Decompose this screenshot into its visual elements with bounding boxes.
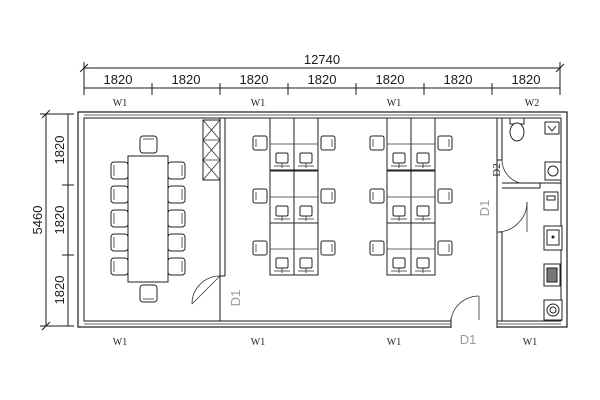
segment-label-6: 1820 [444,72,473,87]
cooking-counter [543,263,561,287]
meeting-chair-left [110,233,129,252]
office-chair [369,240,385,256]
meeting-chair-top [139,135,158,154]
meeting-chairs [110,135,186,303]
office-chair [252,188,268,204]
office-right-door [496,160,528,233]
window-labels: W1 W1 W1 W2 W1 W1 W1 W1 [113,98,539,348]
outer-walls [77,111,568,330]
computer-chair-icon [298,205,314,221]
computer-chair-icon [298,257,314,273]
height-segment-label-2: 1820 [52,206,67,235]
workstations [252,117,453,276]
office-chair [437,240,453,256]
washing-machine [543,299,563,321]
computer-chair-icon [415,152,431,168]
office-chair [437,135,453,151]
segment-label-3: 1820 [240,72,269,87]
computer-chair-icon [298,152,314,168]
water-heater [543,191,559,211]
height-segment-label-1: 1820 [52,136,67,165]
meeting-room-door [191,275,221,321]
meeting-chair-right [167,257,186,276]
office-chair [437,188,453,204]
door-label-meeting: D1 [228,290,243,307]
meeting-table [127,155,169,283]
computer-chair-icon [274,205,290,221]
window-label-bottom-1: W1 [113,337,127,348]
meeting-chair-right [167,209,186,228]
office-chair [320,240,336,256]
segment-label-7: 1820 [512,72,541,87]
total-height-label: 5460 [30,206,45,235]
door-label-office-right: D1 [477,200,492,217]
office-chair [320,188,336,204]
segment-label-5: 1820 [376,72,405,87]
computer-chair-icon [391,152,407,168]
desk-pod [252,170,336,224]
meeting-chair-left [110,257,129,276]
total-width-label: 12740 [304,52,340,67]
left-dimension: 5460 1820 1820 1820 [30,109,74,331]
toilet-door [501,159,521,184]
window-label-top-3: W1 [387,98,401,109]
height-segment-label-3: 1820 [52,276,67,305]
meeting-chair-right [167,185,186,204]
window-label-bottom-3: W1 [387,337,401,348]
computer-chair-icon [391,205,407,221]
meeting-chair-right [167,233,186,252]
computer-chair-icon [274,257,290,273]
office-chair [252,135,268,151]
door-label-toilet: D2 [491,163,503,176]
meeting-chair-right [167,161,186,180]
office-chair [369,135,385,151]
computer-chair-icon [415,205,431,221]
segment-label-2: 1820 [172,72,201,87]
computer-chair-icon [415,257,431,273]
office-chair [320,135,336,151]
kitchen-sink [543,225,563,251]
bottom-door [450,295,480,321]
window-label-top-1: W1 [113,98,127,109]
desk-pod [252,117,336,171]
door-label-bottom: D1 [460,332,477,347]
top-dimension: 12740 1820 1820 1820 1820 1820 1820 1820 [79,52,565,95]
meeting-chair-bottom [139,284,158,303]
office-chair [252,240,268,256]
office-chair [369,188,385,204]
meeting-chair-left [110,185,129,204]
window-label-top-4: W2 [525,98,539,109]
desk-pod [369,222,453,276]
window-label-bottom-2: W1 [251,337,265,348]
segment-label-4: 1820 [308,72,337,87]
window-label-bottom-4: W1 [523,337,537,348]
computer-chair-icon [274,152,290,168]
meeting-chair-left [110,209,129,228]
storage-cabinet [202,119,221,181]
desk-pod [369,117,453,171]
floor-drain-icon [544,121,560,135]
window-label-top-2: W1 [251,98,265,109]
segment-label-1: 1820 [104,72,133,87]
desk-pod [369,170,453,224]
wash-basin [544,161,562,181]
computer-chair-icon [391,257,407,273]
toilet-bowl [509,117,525,142]
desk-pod [252,222,336,276]
meeting-chair-left [110,161,129,180]
